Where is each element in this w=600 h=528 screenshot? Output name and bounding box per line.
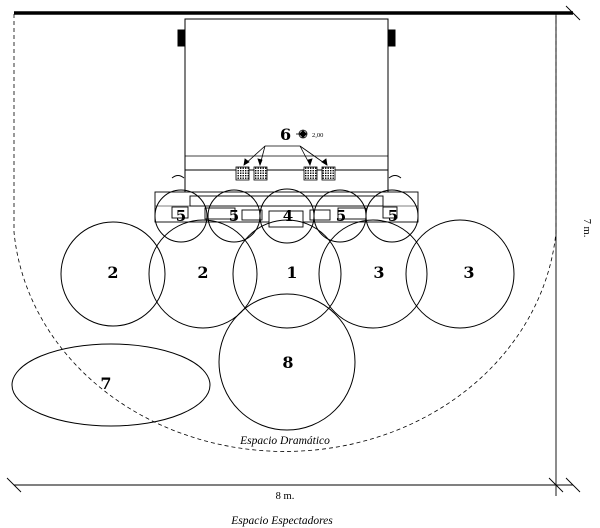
- spotlight-icon: [321, 166, 336, 181]
- zone-8-circle: [218, 293, 356, 431]
- fixture-icon: [171, 206, 189, 219]
- dimension-lines: [6, 5, 581, 496]
- light-direction-arrows: [243, 145, 328, 167]
- zone-label-3: 3: [463, 263, 474, 282]
- zone-3-circle: [318, 219, 428, 329]
- zone-label-2: 2: [197, 263, 208, 282]
- fixture-icon: [241, 209, 263, 221]
- focus-value: 2,00: [312, 132, 323, 139]
- zone-5-circle: [365, 189, 419, 243]
- spotlight-icons: [235, 166, 336, 181]
- zone-label-8: 8: [282, 353, 293, 372]
- zone-circles-large: [11, 219, 515, 431]
- zone-2-circle: [60, 221, 166, 327]
- zone-label-7: 7: [100, 374, 111, 393]
- spotlight-icon: [253, 166, 268, 181]
- spotlight-icon: [235, 166, 250, 181]
- zone-label-3: 3: [373, 263, 384, 282]
- caption-audience-space: Espacio Espectadores: [230, 515, 333, 527]
- fixture-icon: [204, 207, 236, 220]
- zone-label-6: 6: [280, 125, 291, 144]
- zone-label-5: 5: [336, 207, 346, 225]
- zone-3-circle: [405, 219, 515, 329]
- focus-marker-icon: [296, 129, 308, 139]
- dramatic-space-boundary: [13, 14, 557, 452]
- depth-dimension-label: 7 m.: [581, 219, 592, 238]
- zone-5-circle: [154, 189, 208, 243]
- zone-1-circle: [232, 219, 342, 329]
- spotlight-icon: [303, 166, 318, 181]
- zone-label-4: 4: [283, 207, 293, 225]
- zone-label-5: 5: [176, 207, 186, 225]
- zone-circles-small: [154, 188, 419, 244]
- width-dimension-label: 8 m.: [276, 491, 295, 502]
- zone-label-5: 5: [388, 207, 398, 225]
- back-structure: [177, 18, 396, 196]
- zone-label-1: 1: [286, 263, 297, 282]
- zone-label-5: 5: [229, 207, 239, 225]
- zone-2-circle: [148, 219, 258, 329]
- zone-7-ellipse: [11, 343, 211, 427]
- fixture-icon: [382, 206, 398, 219]
- zone-label-2: 2: [107, 263, 118, 282]
- fixture-icon: [309, 209, 331, 221]
- caption-dramatic-space: Espacio Dramático: [239, 435, 330, 447]
- fixture-icon: [268, 210, 304, 228]
